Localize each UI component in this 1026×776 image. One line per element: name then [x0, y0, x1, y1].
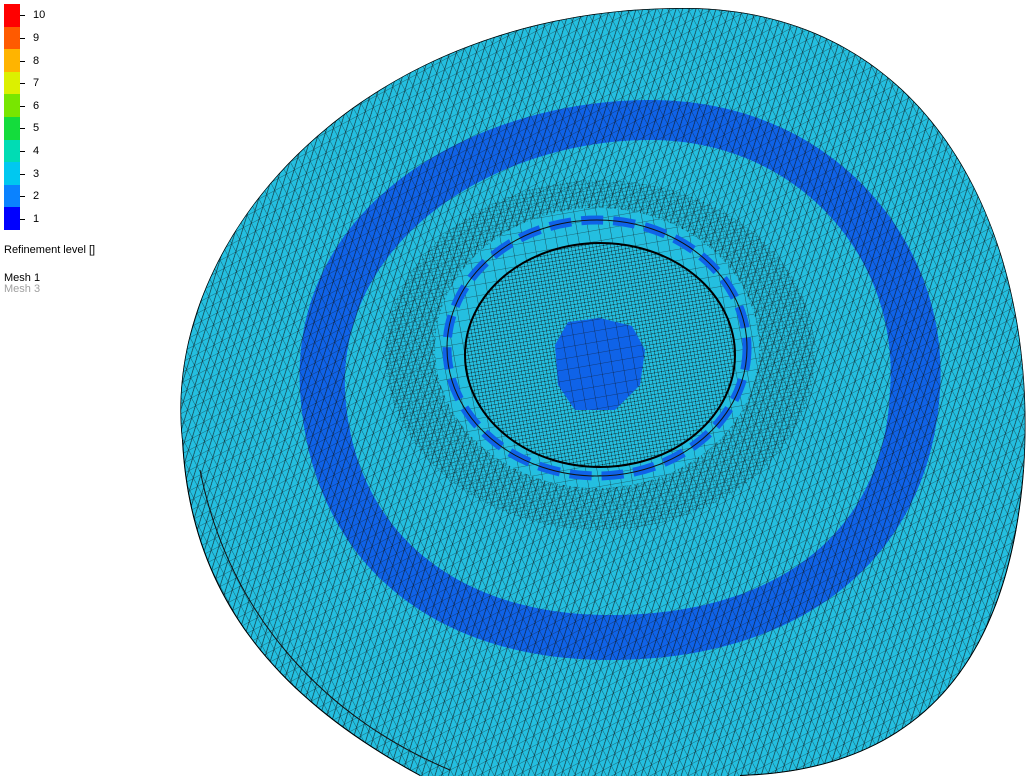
legend-tick: [20, 37, 25, 39]
legend-tick: [20, 150, 25, 152]
legend-swatch-1: [4, 207, 20, 230]
legend-label-1: 1: [33, 212, 40, 225]
legend-tick: [20, 105, 25, 107]
legend-tick: [20, 83, 25, 85]
legend-tick: [20, 196, 25, 198]
legend-swatch-6: [4, 94, 20, 117]
legend-swatch-7: [4, 71, 20, 95]
legend-swatch-4: [4, 139, 20, 163]
legend-color-bar: 10 9 8 7 6 5 4 3 2 1: [4, 4, 45, 230]
legend-label-7: 7: [33, 77, 40, 90]
legend-label-10: 10: [33, 9, 46, 22]
legend-label-2: 2: [33, 190, 40, 203]
mesh-list-item-mesh-1[interactable]: Mesh 1: [4, 272, 41, 284]
legend-swatch-8: [4, 49, 20, 72]
legend-label-9: 9: [33, 31, 40, 44]
legend-tick: [20, 60, 25, 62]
legend-swatch-3: [4, 162, 20, 185]
legend-label-5: 5: [33, 122, 40, 135]
legend-label-6: 6: [33, 99, 40, 112]
legend-swatch-10: [4, 4, 20, 27]
legend-tick: [20, 218, 25, 220]
disc-model: [180, 7, 1026, 776]
legend-tick: [20, 128, 25, 130]
legend-swatch-2: [4, 184, 20, 208]
mesh-list-item-mesh-3[interactable]: Mesh 3: [4, 283, 41, 295]
legend-tick: [20, 173, 25, 175]
legend-swatch-9: [4, 26, 20, 50]
legend-title: Refinement level []: [4, 244, 96, 256]
legend-label-3: 3: [33, 167, 40, 180]
legend-tick: [20, 15, 25, 17]
legend-label-8: 8: [33, 54, 40, 67]
refinement-legend: 10 9 8 7 6 5 4 3 2 1 Refinement level []: [4, 4, 144, 256]
legend-label-4: 4: [33, 144, 40, 157]
legend-swatch-5: [4, 117, 20, 140]
